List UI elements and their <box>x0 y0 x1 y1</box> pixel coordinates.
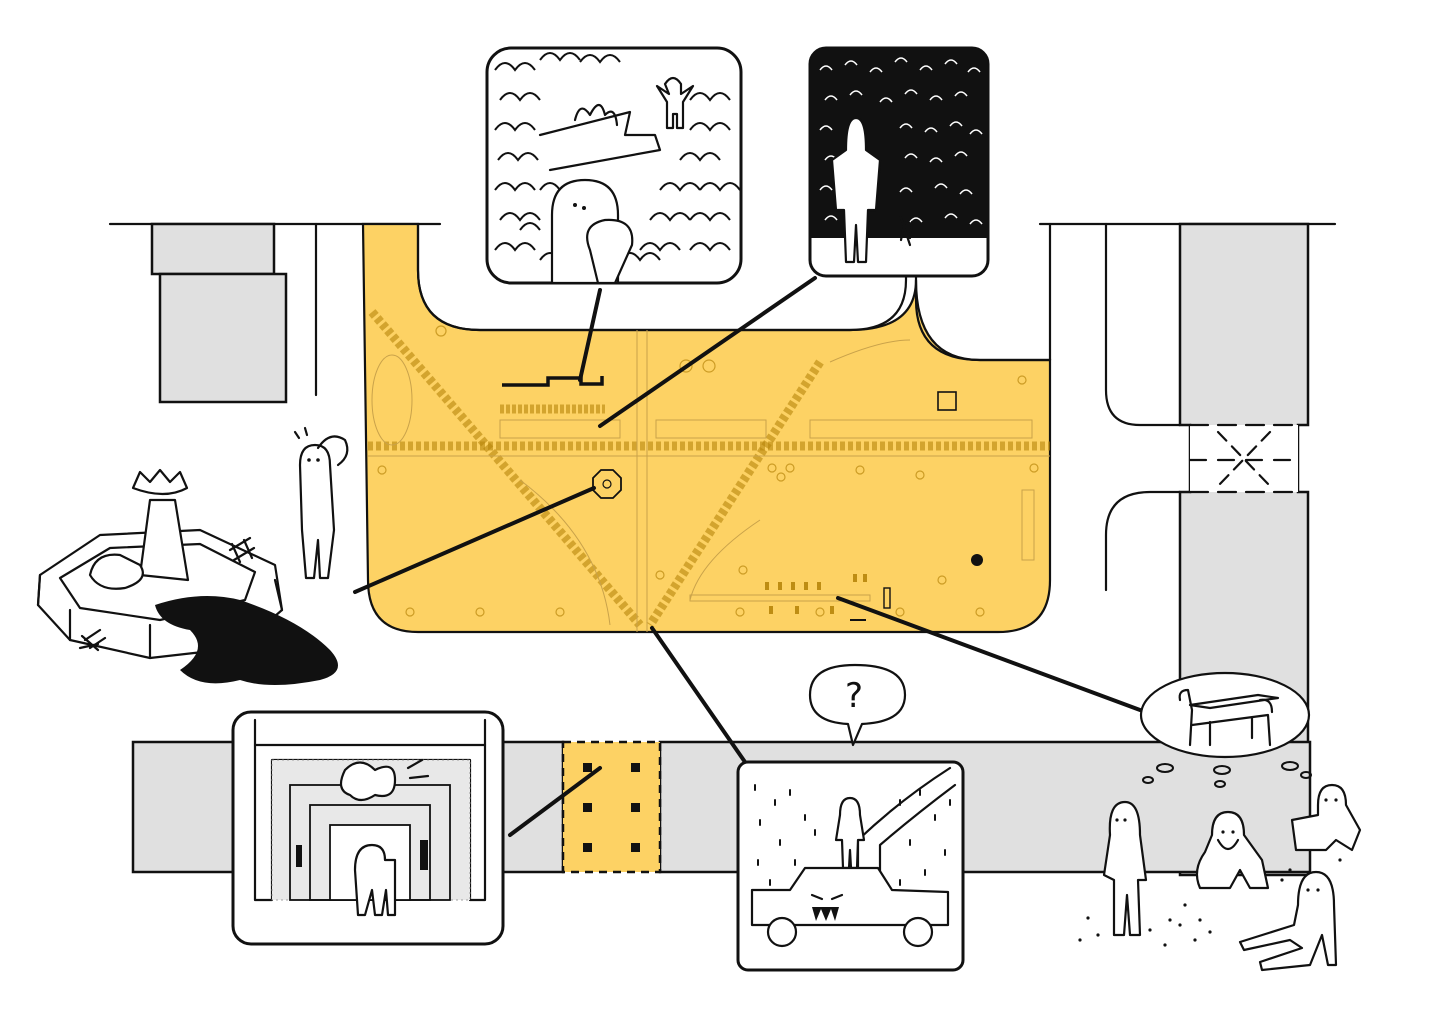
bush-texture <box>494 52 741 262</box>
vignette-hidden-figure <box>485 46 743 285</box>
underpass-passage <box>561 740 662 874</box>
paving-bands <box>368 309 1050 628</box>
hiding-figure-icon <box>550 178 634 283</box>
plaza-bollards <box>377 325 1039 617</box>
bush-icon <box>573 103 619 127</box>
bench-row-icon <box>765 574 867 614</box>
sitting-figure-icon <box>1238 870 1338 972</box>
squatting-figure-icon <box>1290 783 1362 852</box>
broken-fountain-icon <box>36 468 338 685</box>
question-bubble: ? <box>808 663 907 747</box>
octagon-kiosk-icon <box>592 469 622 499</box>
loitering-group <box>1078 783 1362 972</box>
vignette-dark-underpass <box>231 710 505 946</box>
crouching-figure-icon <box>1195 810 1270 890</box>
arch-passage-icon <box>253 718 487 917</box>
plaza <box>361 222 1052 634</box>
leader-lines <box>353 276 1142 837</box>
bench-icon <box>1178 688 1280 747</box>
water-spill <box>155 596 338 685</box>
standing-man-icon <box>1102 800 1148 937</box>
litter-dots <box>1078 858 1342 947</box>
building-top-left <box>150 222 288 404</box>
person-under-light-icon <box>834 796 866 870</box>
car-with-teeth-icon <box>750 866 950 948</box>
plaza-area <box>361 222 1052 634</box>
crosswalk-marks <box>1188 423 1300 494</box>
bench-bubble <box>1139 671 1312 788</box>
vignette-street-car <box>736 760 965 972</box>
vignette-stranger-foliage <box>808 46 990 278</box>
dark-spot-marker <box>971 554 983 566</box>
rain-texture <box>754 784 951 911</box>
distant-figure-icon <box>655 76 695 130</box>
question-mark: ? <box>845 676 863 716</box>
passage-columns <box>583 763 640 852</box>
foliage-texture <box>819 57 983 225</box>
confused-figure-icon <box>293 426 349 580</box>
standing-figure-icon <box>830 116 882 264</box>
plaza-plan-lines <box>368 330 1050 632</box>
